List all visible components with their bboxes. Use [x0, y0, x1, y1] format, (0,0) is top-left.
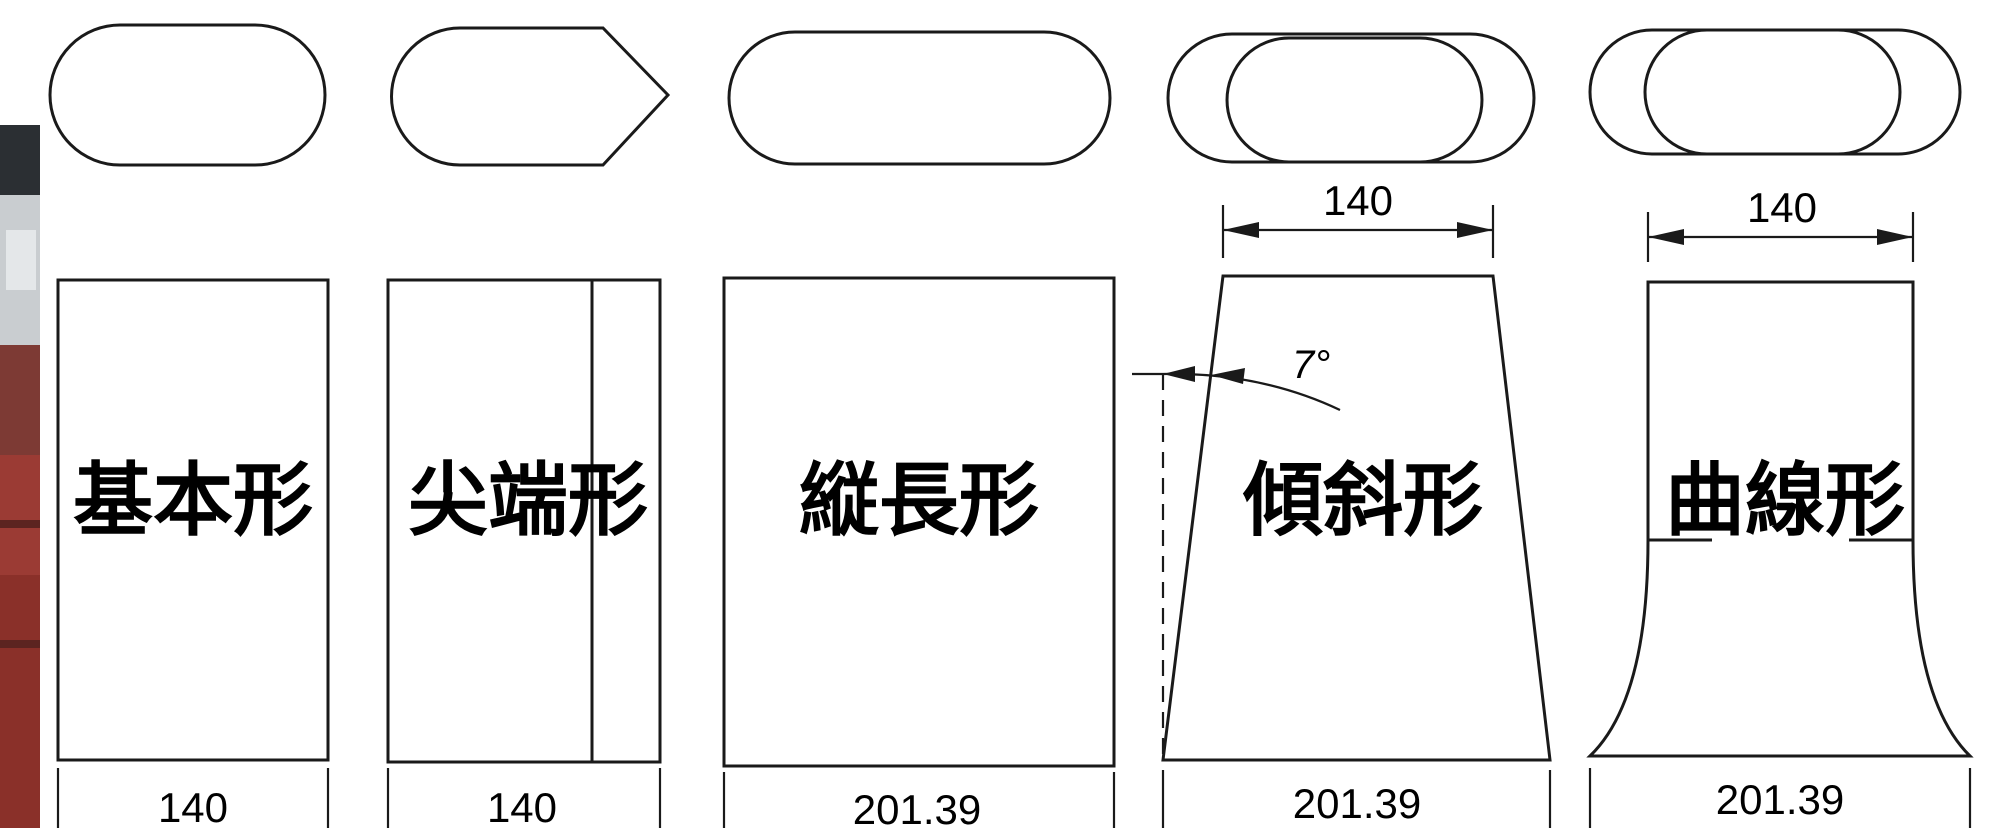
- inclined-elevation: [1161, 274, 1552, 762]
- shape-elongated: 縦長形 201.39: [722, 30, 1116, 828]
- inclined-top-arrow-left: [1223, 222, 1259, 238]
- pointed-label: 尖端形: [408, 454, 648, 547]
- basic-label: 基本形: [73, 454, 313, 547]
- inclined-angle-arrow-left: [1163, 366, 1195, 382]
- elongated-label: 縦長形: [799, 454, 1039, 547]
- curved-width-label: 201.39: [1716, 776, 1844, 823]
- inclined-angle-arrow-right: [1211, 368, 1245, 384]
- curved-top-arrow-left: [1648, 229, 1684, 245]
- curved-top-width-label: 140: [1747, 184, 1817, 231]
- basic-elevation: [56, 278, 330, 762]
- inclined-plan-view-base: [1166, 32, 1536, 164]
- shape-basic: 基本形 140: [48, 23, 330, 828]
- pointed-width-label: 140: [487, 784, 557, 828]
- curved-plan-view-top: [1643, 28, 1902, 156]
- inclined-width-label: 201.39: [1293, 780, 1421, 827]
- inclined-top-width-label: 140: [1323, 177, 1393, 224]
- basic-width-label: 140: [158, 784, 228, 828]
- inclined-label: 傾斜形: [1242, 454, 1483, 547]
- pointed-elevation: [386, 278, 662, 764]
- shape-curved: 140 曲線形 201.39: [1586, 28, 1974, 828]
- elongated-elevation: [722, 276, 1116, 768]
- inclined-top-arrow-right: [1457, 222, 1493, 238]
- photo-fragment: [0, 125, 40, 828]
- inclined-plan-view-top: [1225, 36, 1484, 164]
- elongated-width-label: 201.39: [853, 786, 981, 828]
- shape-pointed: 尖端形 140: [386, 26, 671, 828]
- curved-elevation: [1586, 280, 1974, 758]
- curved-top-arrow-right: [1877, 229, 1913, 245]
- basic-plan-view: [48, 23, 327, 167]
- curved-plan-view-base: [1588, 28, 1962, 156]
- pointed-plan-view: [390, 26, 671, 167]
- curved-label: 曲線形: [1665, 454, 1905, 547]
- elongated-plan-view: [727, 30, 1112, 166]
- shape-inclined: 140 7° 傾斜形 201.39: [1132, 32, 1552, 828]
- inclined-angle-label: 7°: [1292, 343, 1330, 387]
